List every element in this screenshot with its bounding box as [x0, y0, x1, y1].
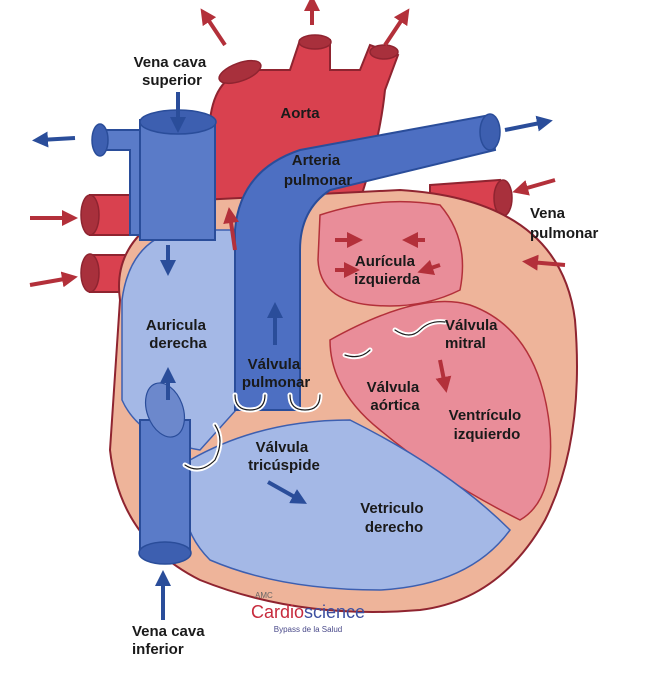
- label-auricula-izquierda: Aurícula izquierda: [354, 253, 421, 288]
- label-vena-cava-superior: Vena cava superior: [134, 54, 211, 89]
- red-flow-arrows: [29, 0, 566, 393]
- label-valvula-mitral: Válvula mitral: [445, 317, 502, 352]
- label-vena-pulmonar: Vena pulmonar: [530, 205, 598, 242]
- valves-outline: [184, 321, 446, 470]
- blue-flow-arrows: [32, 92, 553, 620]
- logo-brand: Cardioscience: [251, 602, 365, 622]
- right-ventricle: [182, 419, 511, 591]
- label-valvula-aortica: Válvula aórtica: [367, 379, 424, 414]
- label-aorta: Aorta: [280, 105, 320, 122]
- label-ventriculo-izquierdo: Ventrículo izquierdo: [449, 407, 526, 443]
- left-atrium: [317, 200, 464, 307]
- label-valvula-tricuspide: Válvula tricúspide: [248, 439, 320, 474]
- label-arteria-pulmonar: Arteria pulmonar: [284, 152, 352, 189]
- superior-vena-cava: [91, 109, 217, 241]
- cardioscience-logo: AMC Cardioscience Bypass de la Salud: [251, 591, 365, 634]
- label-ventriculo-derecho: Vetriculo derecho: [360, 500, 428, 536]
- logo-amc: AMC: [255, 591, 273, 600]
- left-ventricle: [329, 300, 552, 521]
- label-valvula-pulmonar: Válvula pulmonar: [242, 356, 310, 391]
- label-vena-cava-inferior: Vena cava inferior: [132, 623, 209, 658]
- pulmonary-artery: [234, 113, 501, 411]
- logo-tagline: Bypass de la Salud: [274, 625, 343, 634]
- inferior-vena-cava: [138, 382, 192, 565]
- label-auricula-derecha: Auricula derecha: [146, 317, 210, 352]
